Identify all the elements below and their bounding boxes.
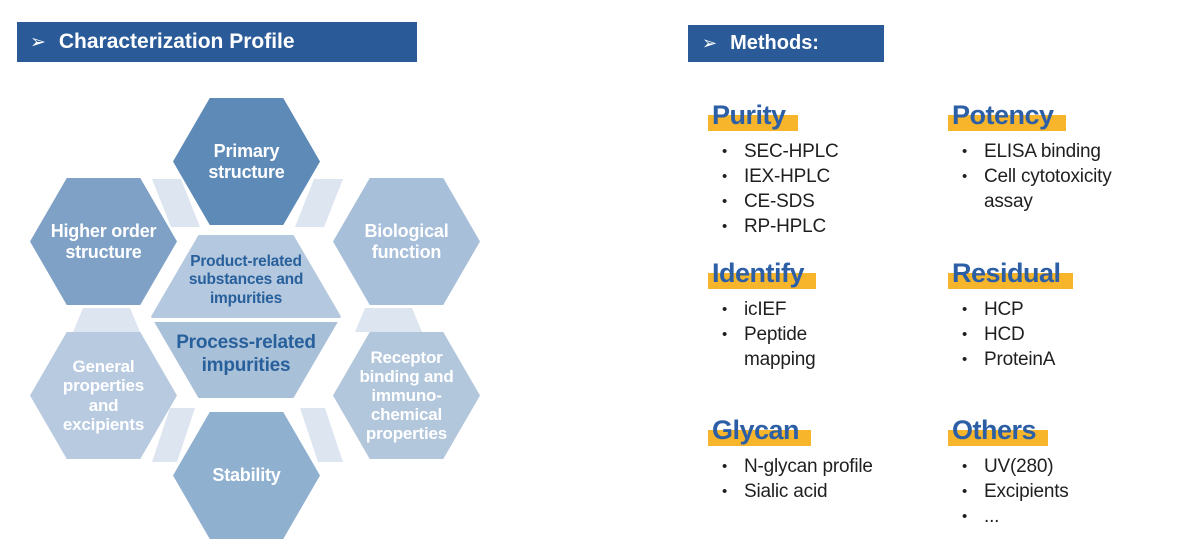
bullet-list: • icIEF • Peptide mapping xyxy=(712,297,864,372)
connector-shape xyxy=(73,308,140,332)
section-heading: Purity xyxy=(708,100,798,131)
right-banner-title: Methods: xyxy=(730,32,819,54)
characterization-profile-banner: ➢ Characterization Profile xyxy=(17,22,417,62)
list-item-text: Cell cytotoxicity assay xyxy=(984,166,1112,212)
arrow-bullet-icon: ➢ xyxy=(702,33,718,53)
list-item: • RP-HPLC xyxy=(712,214,922,239)
hexagon-divider xyxy=(151,318,341,322)
bullet-icon: • xyxy=(962,458,968,475)
bullet-icon: • xyxy=(722,458,728,475)
list-item: • Peptide mapping xyxy=(712,322,864,372)
heading-highlight-bar xyxy=(948,430,1049,446)
bullet-icon: • xyxy=(962,168,968,185)
section-heading-text: Glycan xyxy=(712,415,800,445)
list-item: • icIEF xyxy=(712,297,864,322)
connector-shape xyxy=(355,308,422,332)
section-heading: Others xyxy=(948,415,1049,446)
section-heading: Identify xyxy=(708,258,817,289)
section-heading: Glycan xyxy=(708,415,812,446)
list-item-text: RP-HPLC xyxy=(744,216,827,237)
methods-banner: ➢ Methods: xyxy=(688,25,884,62)
bullet-icon: • xyxy=(722,301,728,318)
hexagon-product-related: Product-related substances and impuritie… xyxy=(151,235,341,318)
bullet-icon: • xyxy=(962,326,968,343)
bullet-list: • HCP • HCD • ProteinA xyxy=(952,297,1162,372)
arrow-bullet-icon: ➢ xyxy=(30,31,46,53)
bullet-icon: • xyxy=(962,143,968,160)
hexagon-center-impurities: Product-related substances and impuritie… xyxy=(151,235,341,398)
bullet-icon: • xyxy=(722,168,728,185)
list-item-text: ... xyxy=(984,506,1000,527)
heading-highlight-bar xyxy=(948,115,1066,131)
bullet-icon: • xyxy=(962,508,968,525)
bullet-list: • N-glycan profile • Sialic acid xyxy=(712,454,922,504)
section-heading-text: Purity xyxy=(712,100,786,130)
bullet-icon: • xyxy=(722,193,728,210)
list-item-text: ProteinA xyxy=(984,349,1056,370)
bullet-icon: • xyxy=(722,218,728,235)
bullet-icon: • xyxy=(962,483,968,500)
list-item-text: icIEF xyxy=(744,299,787,320)
section-others: Others • UV(280) • Excipients • ... xyxy=(948,415,1162,529)
section-heading: Residual xyxy=(948,258,1073,289)
bullet-icon: • xyxy=(722,483,728,500)
hexagon-higher-order-structure: Higher order structure xyxy=(30,178,177,305)
list-item: • ProteinA xyxy=(952,347,1162,372)
hexagon-biological-function: Biological function xyxy=(333,178,480,305)
list-item: • CE-SDS xyxy=(712,189,922,214)
bullet-icon: • xyxy=(962,351,968,368)
section-potency: Potency • ELISA binding • Cell cytotoxic… xyxy=(948,100,1162,214)
section-purity: Purity • SEC-HPLC • IEX-HPLC • CE-SDS • … xyxy=(708,100,922,239)
list-item: • HCD xyxy=(952,322,1162,347)
list-item-text: SEC-HPLC xyxy=(744,141,839,162)
list-item: • UV(280) xyxy=(952,454,1162,479)
section-glycan: Glycan • N-glycan profile • Sialic acid xyxy=(708,415,922,504)
list-item-text: HCD xyxy=(984,324,1025,345)
list-item-text: CE-SDS xyxy=(744,191,815,212)
section-heading: Potency xyxy=(948,100,1066,131)
section-heading-text: Others xyxy=(952,415,1037,445)
list-item: • ELISA binding xyxy=(952,139,1162,164)
list-item-text: Peptide mapping xyxy=(744,324,816,370)
bullet-list: • ELISA binding • Cell cytotoxicity assa… xyxy=(952,139,1162,214)
list-item-text: Sialic acid xyxy=(744,481,828,502)
hexagon-receptor-binding: Receptor binding and immuno- chemical pr… xyxy=(333,332,480,459)
list-item-text: ELISA binding xyxy=(984,141,1101,162)
list-item: • Excipients xyxy=(952,479,1162,504)
hexagon-process-related: Process-related impurities xyxy=(151,322,341,398)
section-heading-text: Potency xyxy=(952,100,1054,130)
heading-highlight-bar xyxy=(708,430,812,446)
list-item-text: Excipients xyxy=(984,481,1069,502)
heading-highlight-bar xyxy=(708,115,798,131)
list-item-text: UV(280) xyxy=(984,456,1054,477)
list-item: • ... xyxy=(952,504,1162,529)
heading-highlight-bar xyxy=(948,273,1073,289)
list-item: • SEC-HPLC xyxy=(712,139,922,164)
section-heading-text: Residual xyxy=(952,258,1061,288)
list-item: • N-glycan profile xyxy=(712,454,922,479)
list-item: • IEX-HPLC xyxy=(712,164,922,189)
list-item-text: HCP xyxy=(984,299,1024,320)
section-heading-text: Identify xyxy=(712,258,805,288)
list-item: • HCP xyxy=(952,297,1162,322)
left-banner-title: Characterization Profile xyxy=(58,30,295,53)
list-item: • Cell cytotoxicity assay xyxy=(952,164,1162,214)
list-item-text: IEX-HPLC xyxy=(744,166,831,187)
bullet-icon: • xyxy=(722,143,728,160)
hexagon-primary-structure: Primary structure xyxy=(173,98,320,225)
bullet-icon: • xyxy=(962,301,968,318)
hexagon-general-properties: General properties and excipients xyxy=(30,332,177,459)
list-item: • Sialic acid xyxy=(712,479,922,504)
bullet-list: • SEC-HPLC • IEX-HPLC • CE-SDS • RP-HPLC xyxy=(712,139,922,239)
hexagon-stability: Stability xyxy=(173,412,320,539)
heading-highlight-bar xyxy=(708,273,817,289)
list-item-text: N-glycan profile xyxy=(744,456,873,477)
section-residual: Residual • HCP • HCD • ProteinA xyxy=(948,258,1162,372)
bullet-icon: • xyxy=(722,326,728,343)
bullet-list: • UV(280) • Excipients • ... xyxy=(952,454,1162,529)
section-identify: Identify • icIEF • Peptide mapping xyxy=(708,258,864,372)
